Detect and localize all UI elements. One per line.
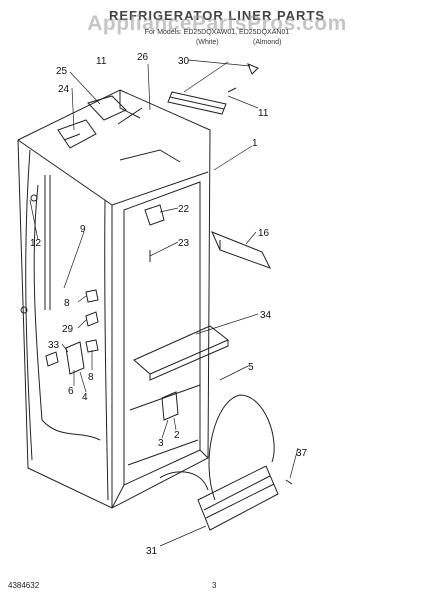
- top-vent-assembly: [57, 95, 143, 149]
- watermark-text: AppliancePartsPros.com: [87, 12, 347, 35]
- callout-24: 24: [58, 84, 70, 95]
- callout-6: 6: [68, 386, 74, 397]
- model-numbers: For Models: ED25DQXAW01, ED25DQXAN01: [144, 29, 290, 36]
- callout-25: 25: [56, 66, 68, 77]
- callout-1: 1: [252, 138, 258, 149]
- callout-labels: 30 26 11 25 24 11 1 9 12 22 23 16 8 29 3…: [30, 52, 308, 557]
- callout-4: 4: [82, 392, 88, 403]
- callout-34: 34: [260, 310, 272, 321]
- callout-37: 37: [296, 448, 308, 459]
- callout-33: 33: [48, 340, 60, 351]
- top-screw: [227, 87, 237, 93]
- callout-23: 23: [178, 238, 190, 249]
- callout-11-left: 11: [96, 56, 107, 67]
- variant-almond: (Almond): [253, 39, 282, 46]
- document-number: 4384632: [8, 581, 40, 590]
- callout-11-right: 11: [258, 108, 269, 119]
- top-rail: [167, 91, 227, 115]
- callout-30: 30: [178, 56, 190, 67]
- cover-part: [211, 231, 272, 269]
- callout-12: 12: [30, 238, 42, 249]
- bracket-part: [144, 204, 165, 226]
- callout-2: 2: [174, 430, 180, 441]
- left-side-parts: [20, 194, 99, 375]
- callout-29: 29: [62, 324, 74, 335]
- callout-5: 5: [248, 362, 254, 373]
- callout-26: 26: [137, 52, 149, 63]
- callout-16: 16: [258, 228, 270, 239]
- page-number: 3: [212, 581, 217, 590]
- page-title: REFRIGERATOR LINER PARTS: [108, 8, 326, 23]
- callout-3: 3: [158, 438, 164, 449]
- callout-22: 22: [178, 204, 190, 215]
- leader-lines: [29, 59, 299, 547]
- callout-8-lower: 8: [88, 372, 94, 383]
- callout-8-upper: 8: [64, 298, 70, 309]
- clip-part: [247, 63, 259, 75]
- crisper-cover: [133, 325, 229, 381]
- callout-31: 31: [146, 546, 158, 557]
- callout-9: 9: [80, 224, 86, 235]
- variant-white: (White): [196, 39, 219, 46]
- heater-screw: [285, 479, 293, 485]
- liner-cabinet: [17, 89, 211, 509]
- heater-assembly: [159, 394, 279, 531]
- bottom-bracket: [161, 391, 179, 421]
